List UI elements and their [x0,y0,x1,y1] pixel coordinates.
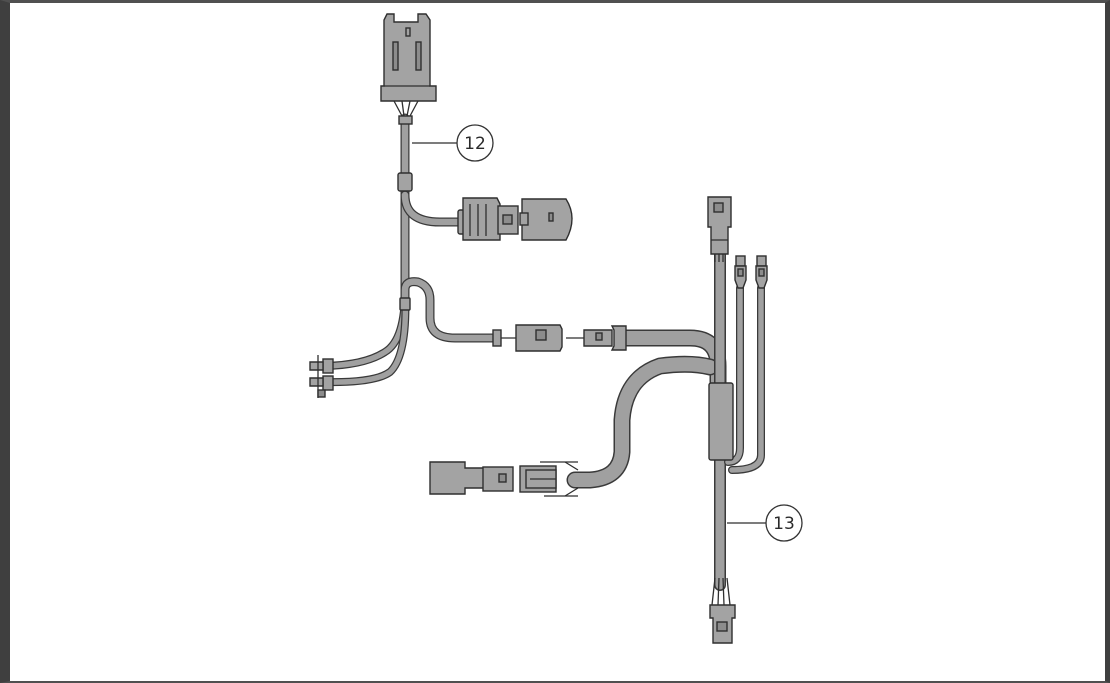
harness-13-top-connector [707,196,732,262]
harness-12-ring-terminals [309,355,334,398]
harness-12-4pin-connector [457,197,519,241]
harness-12-branch-ring-terminals [321,286,410,387]
callout-12-label: 12 [464,134,486,154]
harness-13-sleeve [708,382,734,461]
harness-12: 12 [309,13,613,398]
harness-13-2pin-socket [610,325,627,351]
harness-12-branch-2pin [400,277,500,343]
callout-13-label: 13 [773,514,795,534]
callout-12: 12 [412,124,494,162]
harness-12-branch-4pin [400,190,465,227]
harness-13: 13 [429,196,803,644]
harness-13-3pin-plug [519,461,579,497]
callout-13: 13 [727,504,803,542]
harness-13-spade-terminals [734,255,768,289]
harness-12-split-sleeve [399,297,411,311]
harness-12-main-connector [380,13,437,125]
harness-12-sleeve [397,172,413,192]
harness-13-left-cable [566,355,719,489]
harness-12-2pin-connector [492,324,613,352]
harness-12-4pin-cap [519,198,573,241]
harness-13-thin-cables [724,284,765,474]
harness-13-3pin-socket [429,461,514,495]
harness-13-bottom-connector [709,577,736,644]
